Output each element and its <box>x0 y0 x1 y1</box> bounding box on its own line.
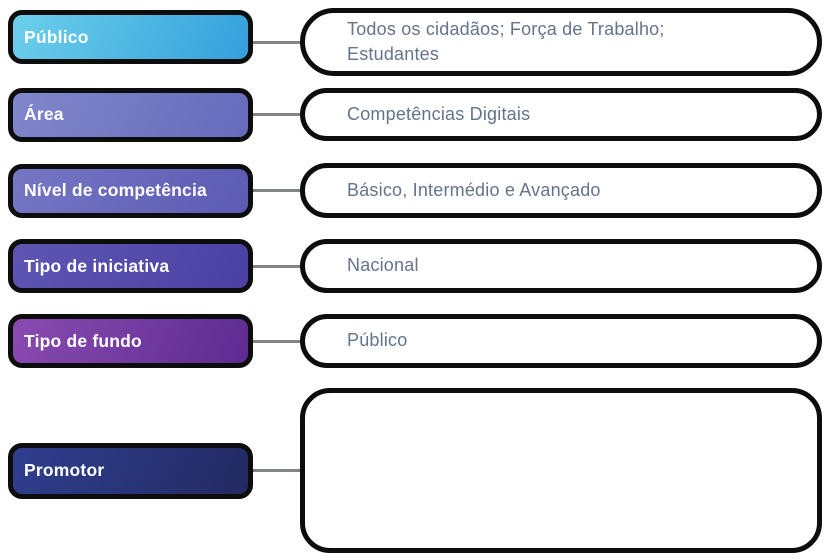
value-box-nivel-de-competencia: Básico, Intermédio e Avançado <box>300 163 822 218</box>
diagram-row-promotor: Promotor <box>0 388 834 553</box>
diagram-row-nivel-de-competencia: Nível de competência Básico, Intermédio … <box>0 163 834 218</box>
connector-line-tipo-de-fundo <box>253 339 300 343</box>
label-text: Área <box>24 104 64 124</box>
value-text: Básico, Intermédio e Avançado <box>347 179 601 200</box>
label-box-promotor: Promotor <box>8 442 253 499</box>
label-text: Tipo de iniciativa <box>24 255 170 276</box>
diagram-row-area: Área Competências Digitais <box>0 87 834 142</box>
label-box-tipo-de-iniciativa: Tipo de iniciativa <box>8 239 253 293</box>
label-text: Público <box>24 26 89 47</box>
value-text: Público <box>347 330 408 351</box>
label-text: Nível de competência <box>24 180 207 200</box>
connector-line-nivel-de-competencia <box>253 189 300 192</box>
value-text: Todos os cidadãos; Força de Trabalho; Es… <box>347 18 665 64</box>
connector-line-promotor <box>253 469 300 472</box>
connector-line-tipo-de-iniciativa <box>253 264 300 268</box>
label-text: Tipo de fundo <box>24 330 142 351</box>
value-text: Nacional <box>347 255 419 276</box>
value-box-area: Competências Digitais <box>300 88 822 141</box>
diagram-row-tipo-de-iniciativa: Tipo de iniciativa Nacional <box>0 239 834 293</box>
value-box-tipo-de-iniciativa: Nacional <box>300 239 822 293</box>
value-box-tipo-de-fundo: Público <box>300 314 822 368</box>
value-box-publico: Todos os cidadãos; Força de Trabalho; Es… <box>300 8 822 76</box>
value-box-promotor <box>300 388 822 553</box>
diagram-row-tipo-de-fundo: Tipo de fundo Público <box>0 314 834 368</box>
label-text: Promotor <box>24 460 105 480</box>
connector-line-area <box>253 113 300 116</box>
label-box-nivel-de-competencia: Nível de competência <box>8 163 253 218</box>
connector-line-publico <box>253 40 300 44</box>
diagram-row-publico: Público Todos os cidadãos; Força de Trab… <box>0 8 834 76</box>
value-text: Competências Digitais <box>347 103 531 124</box>
label-box-area: Área <box>8 87 253 142</box>
label-box-tipo-de-fundo: Tipo de fundo <box>8 314 253 368</box>
label-box-publico: Público <box>8 10 253 64</box>
